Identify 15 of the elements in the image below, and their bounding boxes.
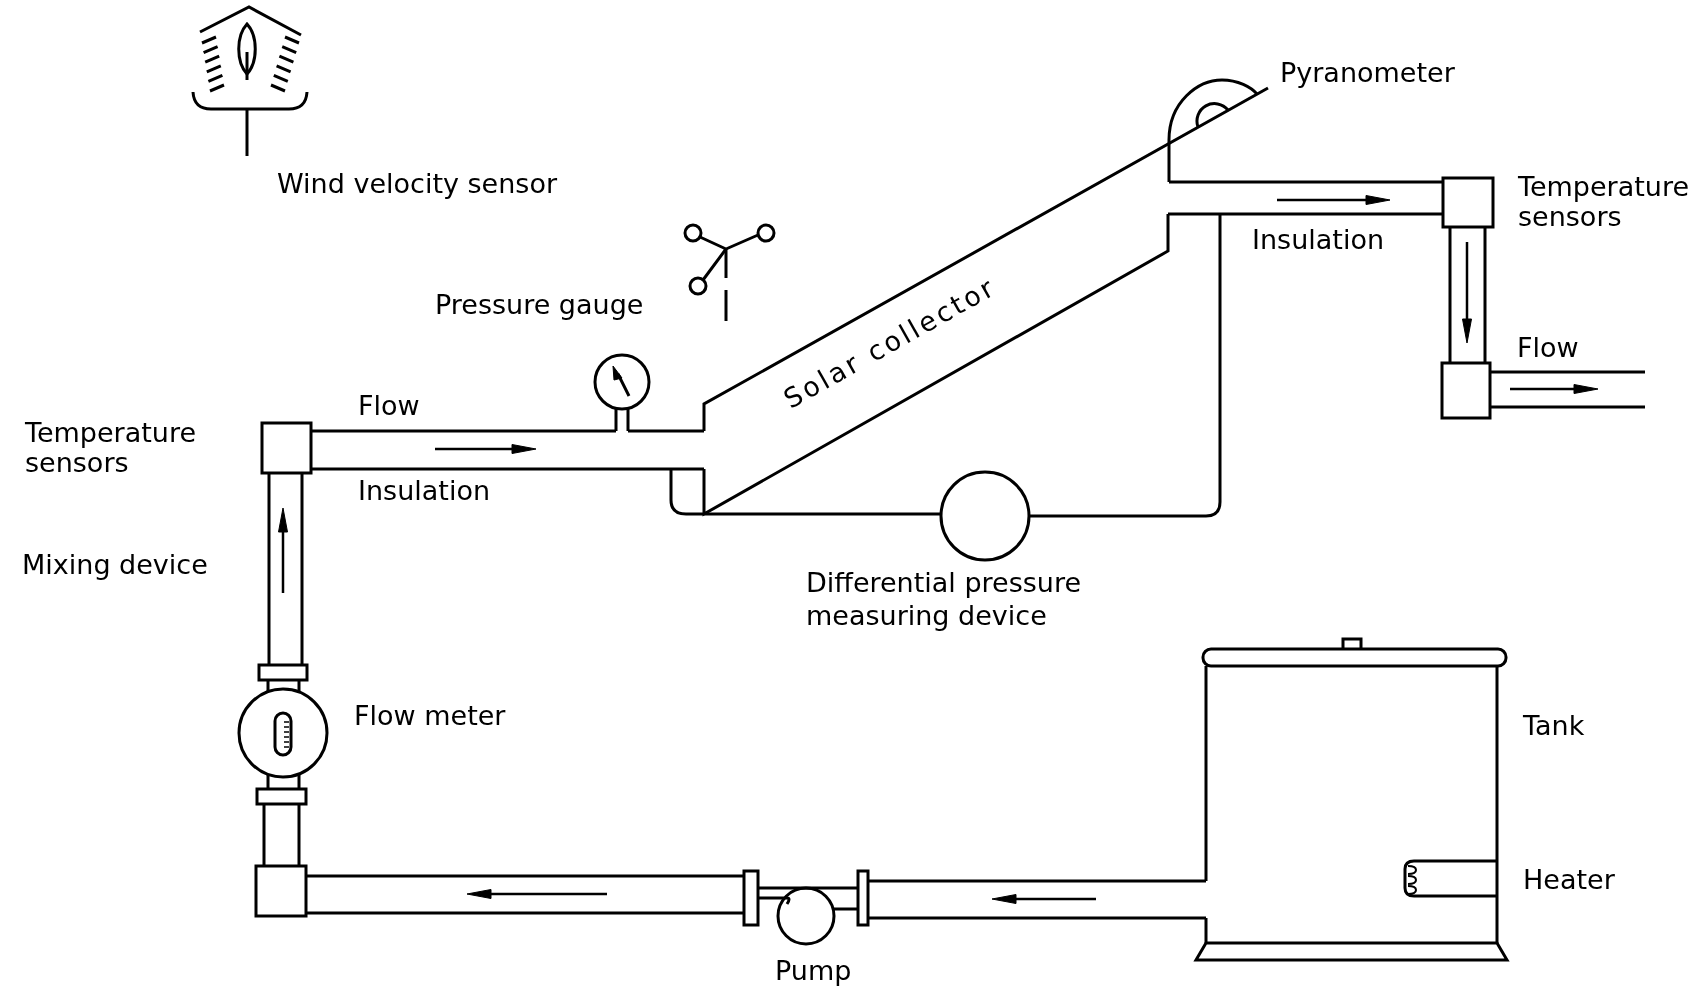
part-label: Mixing device [22, 550, 208, 580]
part-label: Differential pressure measuring device [806, 566, 1083, 632]
part-label: Pump [775, 956, 852, 986]
flow-label: Flow [358, 391, 420, 421]
part-label: Pyranometer [1280, 58, 1455, 88]
part-label: Temperature sensors [1518, 172, 1690, 232]
part-label: Insulation [358, 476, 491, 506]
part-label: Insulation [1252, 225, 1385, 255]
part-label: Heater [1523, 865, 1615, 895]
flow-label: Flow [1517, 333, 1579, 363]
part-label: Pressure gauge [435, 290, 644, 320]
part-label: Wind velocity sensor [277, 169, 558, 199]
part-label: Temperature sensors [25, 418, 197, 478]
part-label: Flow meter [354, 701, 506, 731]
part-label: Tank [1523, 711, 1585, 741]
